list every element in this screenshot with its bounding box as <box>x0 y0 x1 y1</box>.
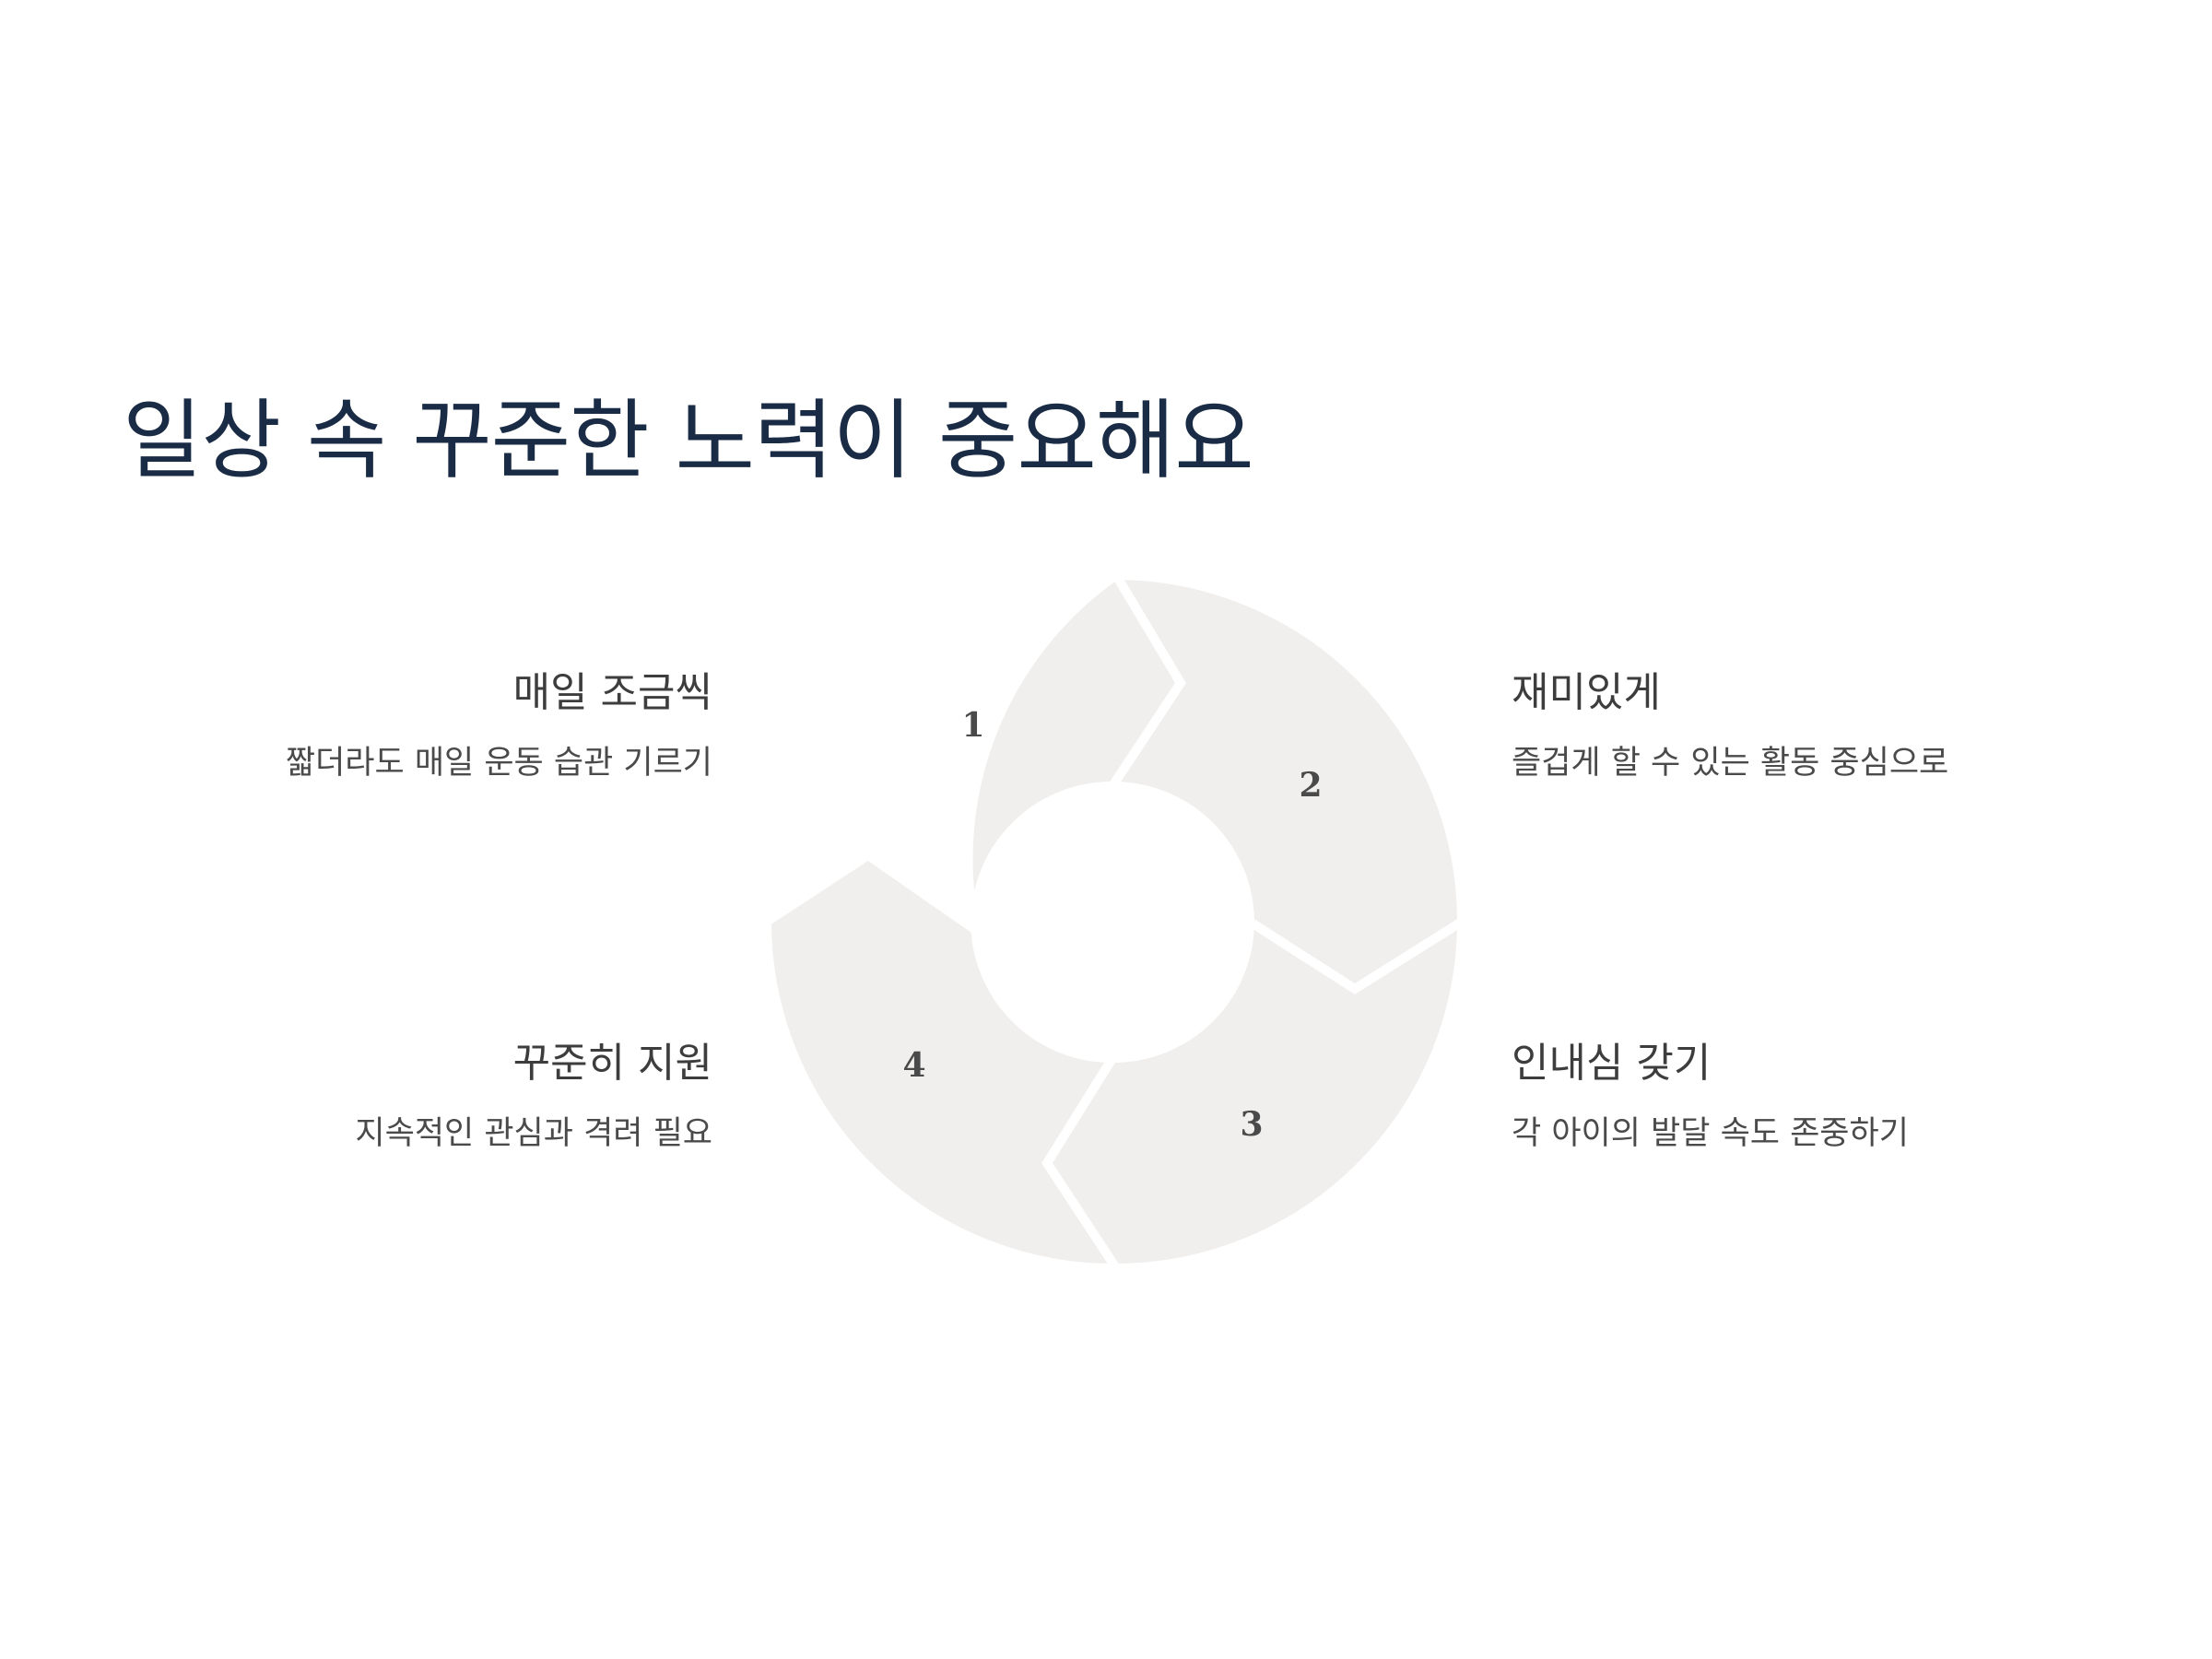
step-number-4: 4 <box>902 1046 925 1085</box>
step-4-item: 꾸준히 지원 지속적인 관심과 격려 필요 <box>141 1040 712 1153</box>
step-number-3: 3 <box>1240 1105 1263 1144</box>
segment-4-shape <box>761 849 1125 1274</box>
step-4-description: 지속적인 관심과 격려 필요 <box>355 1114 712 1152</box>
step-1-item: 매일 조금씩 짧더라도 매일 운동 습관 기르기 <box>141 669 712 782</box>
step-number-1: 1 <box>961 706 984 745</box>
segment-2: 2 <box>1103 570 1467 994</box>
step-3-description: 각 아이의 발달 속도 존중하기 <box>1512 1114 1909 1152</box>
step-3-item: 인내심 갖기 각 아이의 발달 속도 존중하기 <box>1512 1040 2083 1153</box>
segment-3-shape <box>1041 912 1467 1274</box>
segment-3: 3 <box>1041 912 1467 1274</box>
step-2-description: 즐겁게 할 수 있는 활동 중심으로 <box>1512 744 1949 782</box>
segment-4: 4 <box>761 849 1125 1274</box>
segment-2-shape <box>1103 570 1467 994</box>
step-2-item: 재미있게 즐겁게 할 수 있는 활동 중심으로 <box>1512 669 2083 782</box>
step-1-title: 매일 조금씩 <box>512 669 712 716</box>
step-3-title: 인내심 갖기 <box>1512 1040 1712 1087</box>
step-4-title: 꾸준히 지원 <box>512 1040 712 1087</box>
page-title: 일상 속 꾸준한 노력이 중요해요 <box>123 391 1254 491</box>
step-number-2: 2 <box>1299 766 1322 805</box>
step-2-title: 재미있게 <box>1512 669 1661 716</box>
step-1-description: 짧더라도 매일 운동 습관 기르기 <box>285 744 712 782</box>
